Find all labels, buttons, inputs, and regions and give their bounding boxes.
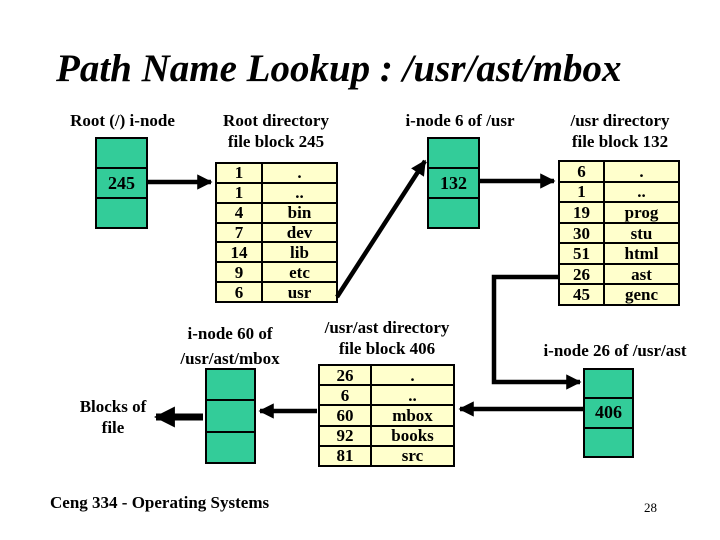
root-inode-label: Root (/) i-node <box>70 111 175 130</box>
ast-directory-label-line1: /usr/ast directory <box>324 318 450 337</box>
ast-directory-label: /usr/ast directory file block 406 <box>299 317 475 359</box>
entry-file-name: ast <box>631 264 652 284</box>
ast-directory-table: 26 . 6 .. 60 mbox 92 books 81 src <box>318 364 455 467</box>
entry-inode-number: 1 <box>217 183 263 202</box>
entry-inode-number: 6 <box>217 283 263 302</box>
root-directory-entry-row: 9 etc <box>217 262 336 284</box>
usr-inode-cell-top <box>429 139 478 169</box>
root-inode-cell-block-pointer: 245 <box>97 169 146 199</box>
mbox-inode-label-line2: /usr/ast/mbox <box>180 349 280 368</box>
usr-directory-table: 6 . 1 .. 19 prog 30 stu 51 html 26 ast 4… <box>558 160 680 306</box>
root-directory-table: 1 . 1 .. 4 bin 7 dev 14 lib 9 etc 6 usr <box>215 162 338 303</box>
root-directory-entry-row: 4 bin <box>217 203 336 224</box>
usr-directory-entry-row: 1 .. <box>560 182 678 204</box>
usr-inode-label: i-node 6 of /usr <box>405 111 515 130</box>
usr-directory-entry-row: 30 stu <box>560 223 678 245</box>
entry-file-name: dev <box>286 223 313 242</box>
entry-inode-number: 9 <box>217 263 263 282</box>
usr-inode-box: 132 <box>427 137 480 229</box>
root-directory-label-line2: file block 245 <box>227 132 325 151</box>
ast-directory-label-line2: file block 406 <box>338 339 436 358</box>
entry-inode-number: 19 <box>560 203 605 222</box>
entry-inode-number: 6 <box>320 386 372 405</box>
usr-inode-cell-block-pointer: 132 <box>429 169 478 199</box>
slide-title: Path Name Lookup : /usr/ast/mbox <box>56 47 622 90</box>
mbox-inode-cell-bottom <box>207 433 254 462</box>
root-directory-label: Root directory file block 245 <box>203 110 349 152</box>
root-directory-entry-row: 14 lib <box>217 242 336 264</box>
entry-file-name: src <box>401 446 424 466</box>
entry-file-name: lib <box>290 242 309 262</box>
blocks-of-file-label-line2: file <box>101 418 125 437</box>
entry-file-name: usr <box>287 282 312 302</box>
ast-inode-box: 406 <box>583 368 634 458</box>
entry-file-name: books <box>391 426 434 446</box>
entry-inode-number: 1 <box>217 164 263 182</box>
usr-directory-label-line1: /usr directory <box>570 111 670 130</box>
entry-file-name: . <box>639 161 644 181</box>
entry-inode-number: 14 <box>217 243 263 262</box>
mbox-inode-box <box>205 368 256 464</box>
entry-inode-number: 45 <box>560 285 605 305</box>
footer-course-label: Ceng 334 - Operating Systems <box>50 493 270 512</box>
root-inode-box: 245 <box>95 137 148 229</box>
entry-inode-number: 51 <box>560 244 605 263</box>
entry-file-name: genc <box>624 285 659 305</box>
ast-directory-entry-row: 92 books <box>320 426 453 447</box>
entry-inode-number: 60 <box>320 406 372 425</box>
blocks-of-file-label-line1: Blocks of <box>79 397 147 416</box>
entry-inode-number: 26 <box>320 366 372 385</box>
blocks-of-file-label: Blocks of file <box>53 396 173 438</box>
entry-inode-number: 81 <box>320 446 372 466</box>
entry-file-name: prog <box>624 202 659 222</box>
usr-directory-label: /usr directory file block 132 <box>547 110 693 152</box>
entry-file-name: .. <box>637 182 646 202</box>
entry-inode-number: 92 <box>320 426 372 445</box>
entry-file-name: mbox <box>392 406 433 425</box>
root-directory-label-line1: Root directory <box>223 111 329 130</box>
entry-inode-number: 1 <box>560 182 605 202</box>
entry-inode-number: 4 <box>217 203 263 222</box>
root-directory-entry-row: 7 dev <box>217 223 336 244</box>
ast-inode-cell-bottom <box>585 429 632 456</box>
entry-file-name: .. <box>295 183 304 203</box>
entry-inode-number: 7 <box>217 223 263 242</box>
entry-file-name: stu <box>630 223 653 243</box>
ast-inode-cell-top <box>585 370 632 400</box>
usr-directory-entry-row: 45 genc <box>560 285 678 305</box>
entry-file-name: . <box>410 365 415 385</box>
root-inode-cell-top <box>97 139 146 169</box>
ast-directory-entry-row: 60 mbox <box>320 406 453 427</box>
mbox-inode-cell-top <box>207 370 254 402</box>
entry-inode-number: 6 <box>560 162 605 181</box>
ast-inode-cell-block-pointer: 406 <box>585 399 632 429</box>
entry-file-name: bin <box>287 203 312 223</box>
root-directory-entry-row: 1 .. <box>217 183 336 204</box>
ast-directory-entry-row: 26 . <box>320 365 453 387</box>
usr-directory-entry-row: 19 prog <box>560 203 678 224</box>
usr-inode-cell-bottom <box>429 199 478 227</box>
ast-directory-entry-row: 6 .. <box>320 385 453 407</box>
mbox-inode-label: i-node 60 of /usr/ast/mbox <box>148 321 312 371</box>
root-inode-cell-bottom <box>97 199 146 227</box>
entry-file-name: . <box>297 163 302 183</box>
usr-directory-entry-row: 26 ast <box>560 264 678 286</box>
entry-file-name: etc <box>289 262 310 282</box>
usr-directory-entry-row: 51 html <box>560 244 678 265</box>
entry-file-name: html <box>624 244 659 264</box>
entry-file-name: .. <box>408 385 417 405</box>
ast-inode-label: i-node 26 of /usr/ast <box>543 341 687 360</box>
page-number: 28 <box>644 500 657 515</box>
mbox-inode-cell-block-pointer <box>207 401 254 433</box>
mbox-inode-label-line1: i-node 60 of <box>187 324 273 343</box>
root-directory-entry-row: 6 usr <box>217 282 336 302</box>
ast-directory-entry-row: 81 src <box>320 446 453 466</box>
entry-inode-number: 30 <box>560 223 605 243</box>
entry-inode-number: 26 <box>560 264 605 284</box>
root-directory-entry-row: 1 . <box>217 164 336 184</box>
usr-directory-label-line2: file block 132 <box>571 132 669 151</box>
usr-directory-entry-row: 6 . <box>560 162 678 183</box>
arrow-usr-entry-to-usr-inode <box>335 159 427 299</box>
